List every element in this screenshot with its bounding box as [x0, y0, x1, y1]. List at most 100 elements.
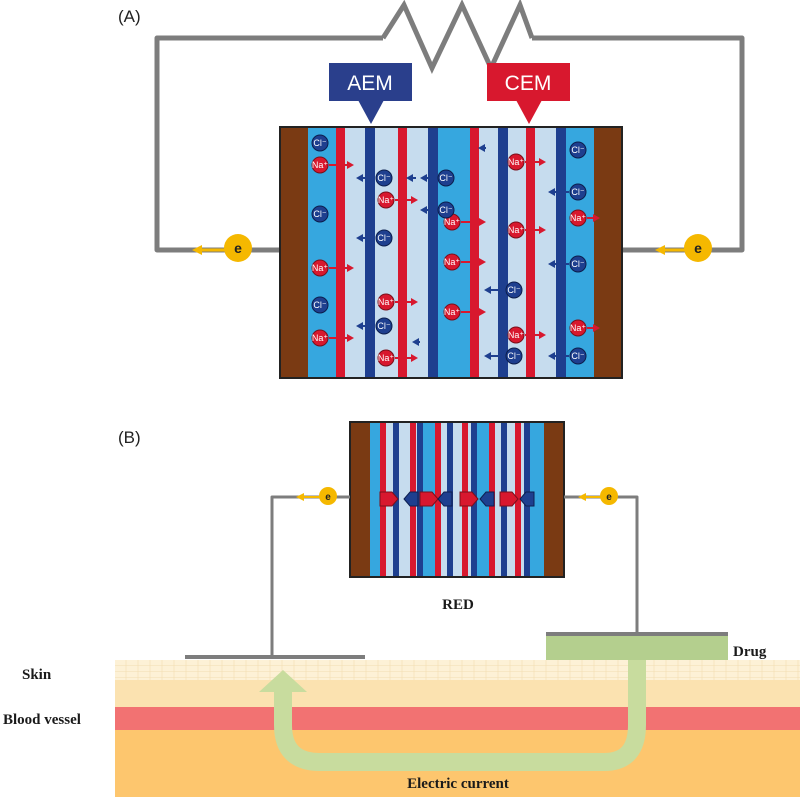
svg-text:Cl⁻: Cl⁻: [439, 173, 452, 183]
blood-vessel-layer: [115, 707, 800, 730]
electron-left-b: e: [296, 487, 337, 505]
svg-text:Na⁺: Na⁺: [508, 330, 525, 340]
cem-membrane: [470, 128, 479, 377]
sodium-ion: Na⁺: [507, 153, 525, 171]
svg-text:Na⁺: Na⁺: [444, 307, 461, 317]
chloride-ion: Cl⁻: [311, 296, 329, 314]
chloride-ion: Cl⁻: [375, 229, 393, 247]
sodium-flow-arrow: [329, 161, 354, 169]
aem-label-arrow: AEM: [329, 63, 412, 124]
svg-text:Cl⁻: Cl⁻: [571, 259, 584, 269]
electron-label: e: [234, 240, 242, 256]
high-conc-channel: [438, 128, 470, 377]
svg-text:Na⁺: Na⁺: [312, 160, 329, 170]
anode-plate: [185, 655, 365, 659]
sodium-flow-arrow: [525, 331, 546, 339]
chloride-ion: Cl⁻: [437, 169, 455, 187]
chloride-flow-arrow: [420, 206, 437, 214]
chloride-ion: Cl⁻: [505, 347, 523, 365]
aem-membrane: [365, 128, 375, 377]
chloride-ion: Cl⁻: [437, 201, 455, 219]
electrode-right: [594, 128, 621, 377]
sodium-flow-arrow: [395, 354, 418, 362]
sodium-ion: Na⁺: [569, 209, 587, 227]
chloride-ion: Cl⁻: [569, 183, 587, 201]
sodium-flow-arrow: [395, 196, 418, 204]
svg-text:Cl⁻: Cl⁻: [313, 138, 326, 148]
svg-text:Na⁺: Na⁺: [378, 195, 395, 205]
chloride-ion: Cl⁻: [569, 141, 587, 159]
electron-label: e: [694, 240, 702, 256]
chloride-flow-arrow: [548, 188, 569, 196]
svg-text:Cl⁻: Cl⁻: [377, 321, 390, 331]
skin-layer: [115, 660, 800, 680]
high-conc-channel: [566, 128, 594, 377]
svg-text:Cl⁻: Cl⁻: [507, 351, 520, 361]
chloride-ion: Cl⁻: [569, 255, 587, 273]
chloride-flow-arrow: [420, 174, 437, 182]
svg-text:Na⁺: Na⁺: [444, 217, 461, 227]
chloride-ion: Cl⁻: [375, 317, 393, 335]
red-stack-b: [349, 421, 565, 578]
electron-left-a: e: [192, 234, 252, 262]
svg-text:Na⁺: Na⁺: [312, 333, 329, 343]
cathode-plate: [546, 632, 728, 636]
chloride-flow-arrow: [406, 174, 416, 182]
sodium-flow-arrow: [395, 298, 418, 306]
chloride-flow-arrow: [356, 234, 375, 242]
drug-label: Drug: [733, 644, 767, 660]
chloride-flow-arrow: [484, 352, 505, 360]
svg-text:Na⁺: Na⁺: [570, 213, 587, 223]
electron-label: e: [325, 492, 331, 503]
chloride-ion: Cl⁻: [375, 169, 393, 187]
sodium-ion: Na⁺: [443, 253, 461, 271]
sodium-ion: Na⁺: [311, 156, 329, 174]
svg-text:Cl⁻: Cl⁻: [313, 300, 326, 310]
chloride-flow-arrow: [478, 144, 486, 152]
chloride-flow-arrow: [356, 322, 375, 330]
dermis-layer: [115, 680, 800, 707]
sodium-flow-arrow: [525, 226, 546, 234]
chloride-ion: Cl⁻: [569, 347, 587, 365]
cem-membrane: [526, 128, 535, 377]
cem-label-arrow: CEM: [487, 63, 570, 124]
electron-right-b: e: [578, 487, 618, 505]
svg-text:Cl⁻: Cl⁻: [377, 233, 390, 243]
sodium-ion: Na⁺: [377, 191, 395, 209]
svg-text:Na⁺: Na⁺: [508, 157, 525, 167]
aem-membrane: [556, 128, 566, 377]
sodium-ion: Na⁺: [507, 221, 525, 239]
electrode-left: [281, 128, 308, 377]
svg-text:Cl⁻: Cl⁻: [313, 209, 326, 219]
red-stack-a: [279, 126, 623, 379]
electron-label: e: [606, 492, 612, 503]
sodium-flow-arrow: [461, 218, 486, 226]
electric-current-arrow: [259, 660, 646, 771]
chloride-flow-arrow: [484, 286, 505, 294]
cem-membrane: [336, 128, 345, 377]
cem-membrane: [398, 128, 407, 377]
sodium-flow-arrow: [525, 158, 546, 166]
sodium-flow-arrow: [461, 258, 486, 266]
svg-text:Cl⁻: Cl⁻: [571, 145, 584, 155]
svg-text:Cl⁻: Cl⁻: [377, 173, 390, 183]
sodium-flow-arrow: [329, 334, 354, 342]
panel-a-label: (A): [118, 7, 141, 26]
red-label: RED: [442, 597, 474, 613]
sodium-flow-arrow: [329, 264, 354, 272]
sodium-ion: Na⁺: [311, 329, 329, 347]
sodium-ion: Na⁺: [377, 349, 395, 367]
electric-current-label: Electric current: [407, 776, 509, 792]
chloride-ion: Cl⁻: [311, 134, 329, 152]
cem-label: CEM: [505, 72, 552, 95]
svg-text:Na⁺: Na⁺: [378, 353, 395, 363]
sodium-ion: Na⁺: [569, 319, 587, 337]
ion-layer: Na⁺Na⁺Na⁺Na⁺Na⁺Na⁺Na⁺Na⁺Na⁺Na⁺Na⁺Na⁺Na⁺N…: [311, 134, 600, 367]
chloride-flow-arrow: [356, 174, 375, 182]
svg-text:Na⁺: Na⁺: [444, 257, 461, 267]
sodium-ion: Na⁺: [377, 293, 395, 311]
chloride-flow-arrow: [548, 260, 569, 268]
svg-text:Na⁺: Na⁺: [570, 323, 587, 333]
svg-text:Cl⁻: Cl⁻: [507, 285, 520, 295]
